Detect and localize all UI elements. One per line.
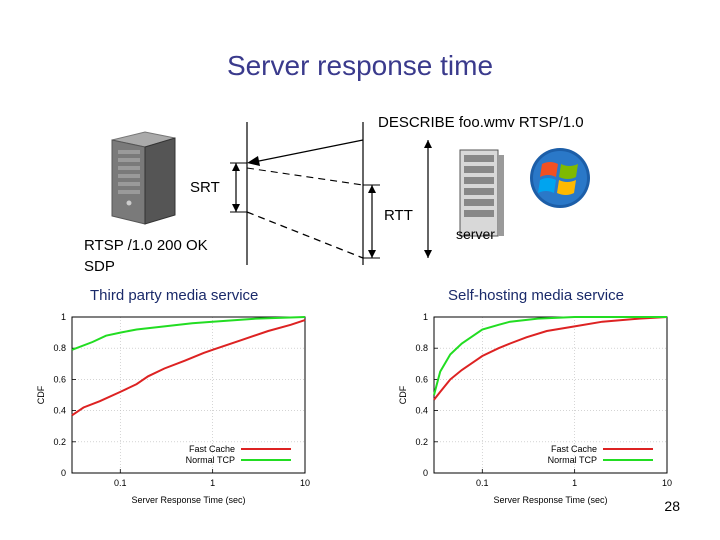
left-chart-caption: Third party media service: [90, 287, 259, 304]
describe-label: DESCRIBE foo.wmv RTSP/1.0: [378, 114, 584, 131]
server-tower-icon: [111, 131, 176, 225]
y-tick-label: 0.4: [415, 406, 428, 416]
series-line-normal-tcp: [433, 316, 667, 396]
response-line-1: RTSP /1.0 200 OK: [84, 237, 208, 254]
plot-frame: [71, 316, 306, 474]
series-line-fast-cache: [433, 316, 668, 401]
y-tick-label: 0.6: [53, 374, 66, 384]
y-tick-label: 0.2: [53, 437, 66, 447]
y-tick-label: 0.6: [415, 374, 428, 384]
y-axis-label: CDF: [36, 385, 46, 404]
server-label: server: [456, 226, 495, 242]
x-axis-label: Server Response Time (sec): [131, 495, 245, 505]
x-tick-label: 0.1: [476, 478, 489, 488]
series-line-normal-tcp: [71, 316, 306, 351]
y-tick-label: 1: [423, 312, 428, 322]
legend-label: Normal TCP: [186, 455, 235, 465]
sequence-diagram: [111, 122, 590, 265]
y-axis-label: CDF: [398, 385, 408, 404]
y-tick-label: 0.2: [415, 437, 428, 447]
x-tick-label: 1: [210, 478, 215, 488]
slide-title: Server response time: [226, 50, 494, 81]
x-tick-label: 0.1: [114, 478, 127, 488]
y-tick-label: 0: [423, 468, 428, 478]
windows-logo-icon: [530, 148, 590, 208]
server-rack-icon: [459, 149, 504, 237]
y-tick-label: 0.8: [53, 343, 66, 353]
srt-label: SRT: [190, 179, 220, 196]
rtt-label: RTT: [384, 207, 413, 224]
legend-label: Normal TCP: [548, 455, 597, 465]
y-tick-label: 0: [61, 468, 66, 478]
response-line-2: SDP: [84, 258, 115, 275]
series-line-fast-cache: [71, 319, 306, 417]
y-tick-label: 1: [61, 312, 66, 322]
legend-label: Fast Cache: [189, 444, 235, 454]
legend-label: Fast Cache: [551, 444, 597, 454]
x-tick-label: 10: [300, 478, 310, 488]
x-tick-label: 1: [572, 478, 577, 488]
page-number: 28: [664, 498, 680, 514]
y-tick-label: 0.4: [53, 406, 66, 416]
y-tick-label: 0.8: [415, 343, 428, 353]
right-chart-caption: Self-hosting media service: [448, 287, 624, 304]
x-tick-label: 10: [662, 478, 672, 488]
x-axis-label: Server Response Time (sec): [493, 495, 607, 505]
